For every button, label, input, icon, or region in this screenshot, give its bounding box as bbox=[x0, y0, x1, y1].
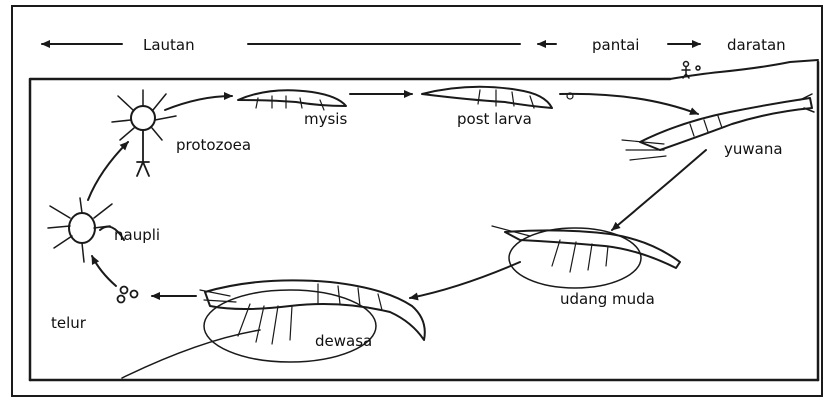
zone-label-daratan: daratan bbox=[727, 36, 786, 54]
arrow-yuwana-to-udang-muda bbox=[612, 150, 706, 230]
label-mysis: mysis bbox=[304, 110, 347, 128]
zone-label-lautan: Lautan bbox=[143, 36, 195, 54]
label-post-larva: post larva bbox=[457, 110, 532, 128]
arrow-naupli-to-protozoea bbox=[88, 142, 128, 200]
dewasa-tail-line bbox=[122, 330, 260, 378]
protozoea-illustration bbox=[112, 90, 176, 176]
arrow-udang-muda-to-dewasa bbox=[410, 262, 520, 298]
arrow-post-larva-to-yuwana bbox=[560, 94, 698, 114]
outer-frame bbox=[12, 6, 822, 396]
yuwana-illustration bbox=[622, 94, 814, 160]
udang-muda-illustration bbox=[492, 226, 680, 288]
telur-eggs-illustration bbox=[118, 287, 138, 303]
label-protozoea: protozoea bbox=[176, 136, 251, 154]
label-telur: telur bbox=[51, 314, 87, 332]
label-udang-muda: udang muda bbox=[560, 290, 655, 308]
zone-label-pantai: pantai bbox=[592, 36, 639, 54]
label-naupli: naupli bbox=[114, 226, 160, 244]
label-yuwana: yuwana bbox=[724, 140, 783, 158]
arrow-telur-to-naupli bbox=[92, 256, 116, 286]
arrow-protozoea-to-mysis bbox=[165, 96, 232, 110]
shoreline bbox=[670, 60, 818, 79]
naupli-illustration bbox=[48, 198, 112, 262]
label-dewasa: dewasa bbox=[315, 332, 372, 350]
mysis-illustration bbox=[238, 90, 346, 110]
dewasa-illustration bbox=[200, 280, 425, 362]
post-larva-illustration bbox=[422, 87, 573, 108]
